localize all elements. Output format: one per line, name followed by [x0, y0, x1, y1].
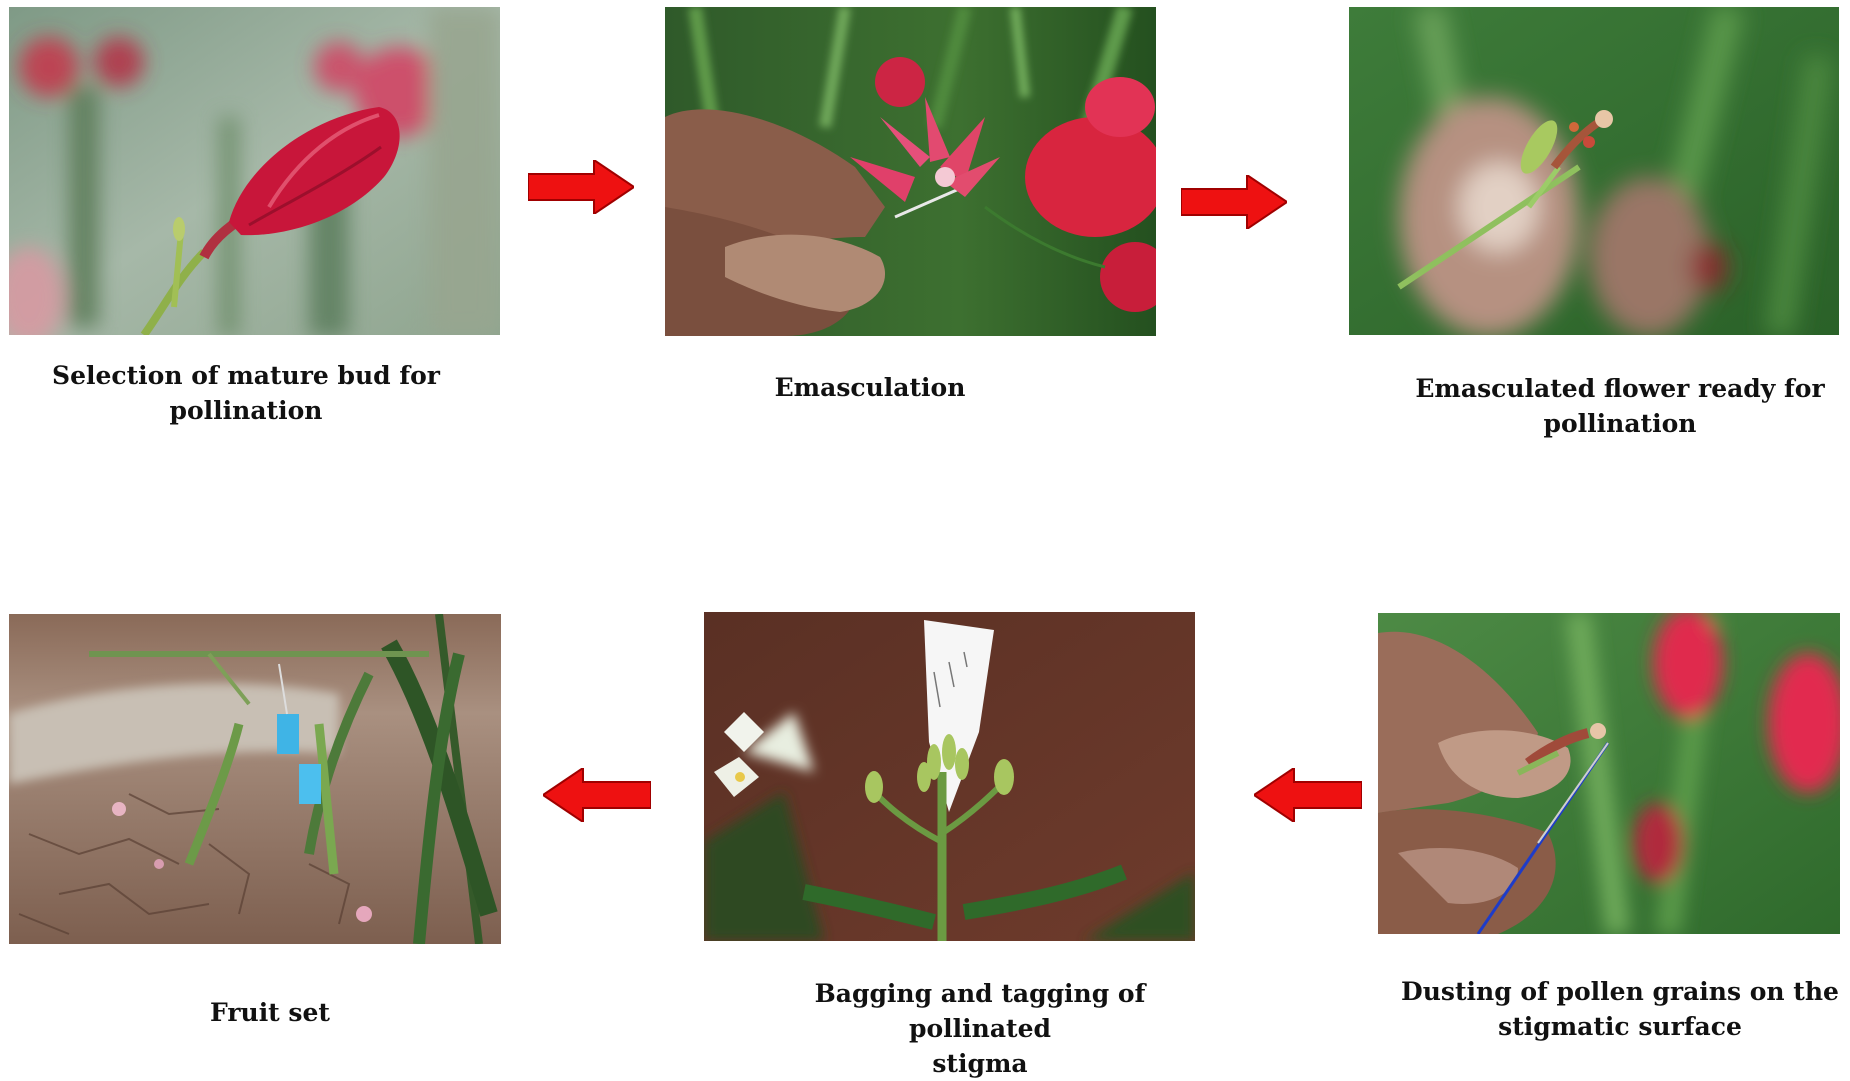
red-right-arrow-icon: [528, 160, 634, 214]
red-left-arrow-icon: [1254, 768, 1362, 822]
caption-bagging-and-tagging: Bagging and tagging of pollinated stigma: [745, 976, 1215, 1081]
caption-line: Selection of mature bud for: [44, 358, 448, 393]
red-right-arrow-icon: [1181, 175, 1287, 229]
caption-line: pollination: [1400, 406, 1840, 441]
caption-line: stigma: [745, 1046, 1215, 1081]
caption-selection-of-mature-bud: Selection of mature bud for pollination: [44, 358, 448, 428]
caption-dusting-of-pollen: Dusting of pollen grains on the stigmati…: [1395, 974, 1845, 1044]
caption-line: Dusting of pollen grains on the: [1395, 974, 1845, 1009]
red-left-arrow-icon: [543, 768, 651, 822]
caption-fruit-set: Fruit set: [140, 995, 400, 1030]
caption-line: Emasculated flower ready for: [1400, 371, 1840, 406]
caption-emasculated-flower: Emasculated flower ready for pollination: [1400, 371, 1840, 441]
emasculation-photo: [665, 7, 1156, 336]
caption-emasculation: Emasculation: [700, 370, 1040, 405]
caption-line: stigmatic surface: [1395, 1009, 1845, 1044]
pollen-dusting-photo: [1378, 613, 1840, 934]
caption-line: Emasculation: [700, 370, 1040, 405]
caption-line: Bagging and tagging of pollinated: [745, 976, 1215, 1046]
caption-line: pollination: [44, 393, 448, 428]
mature-bud-photo: [9, 7, 500, 335]
fruit-set-photo: [9, 614, 501, 944]
caption-line: Fruit set: [140, 995, 400, 1030]
emasculated-flower-photo: [1349, 7, 1839, 335]
bagging-tagging-photo: [704, 612, 1195, 941]
